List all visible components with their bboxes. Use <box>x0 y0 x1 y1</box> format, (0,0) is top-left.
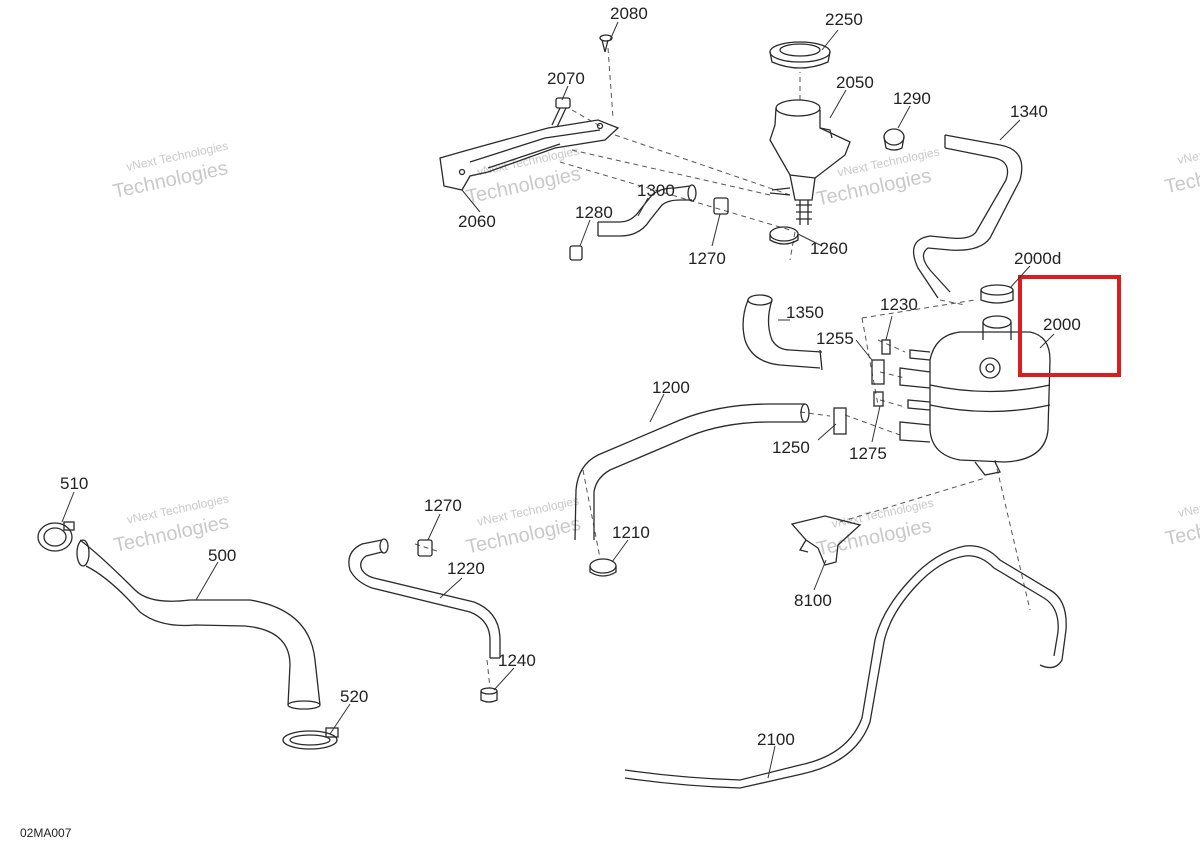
part-1270-clip[interactable] <box>713 197 729 215</box>
part-500-hose[interactable] <box>76 539 321 710</box>
label-2060: 2060 <box>458 212 496 231</box>
highlight-box <box>1018 275 1121 377</box>
label-2250: 2250 <box>825 10 863 29</box>
part-510-clamp[interactable] <box>37 521 75 552</box>
label-1300: 1300 <box>637 181 675 200</box>
label-1230: 1230 <box>880 295 918 314</box>
part-1220-hose[interactable] <box>348 538 501 659</box>
part-2100-line[interactable] <box>624 545 1067 789</box>
part-2000d-cap[interactable] <box>980 284 1014 304</box>
label-1250: 1250 <box>772 438 810 457</box>
label-2070: 2070 <box>547 69 585 88</box>
label-1270: 1270 <box>688 249 726 268</box>
label-1340: 1340 <box>1010 102 1048 121</box>
part-1270-clip[interactable] <box>417 539 433 557</box>
part-1290-clamp[interactable] <box>883 128 905 151</box>
diagram-code: 02MA007 <box>20 826 72 840</box>
label-1350: 1350 <box>786 303 824 322</box>
label-1275: 1275 <box>849 444 887 463</box>
part-2060-bracket[interactable] <box>439 119 620 191</box>
part-1230-sleeve[interactable] <box>881 339 891 355</box>
label-1280: 1280 <box>575 203 613 222</box>
part-1280-clip[interactable] <box>569 245 583 261</box>
part-1210-clamp[interactable] <box>589 558 617 577</box>
part-1275-sleeve[interactable] <box>873 391 884 407</box>
label-510: 510 <box>60 474 88 493</box>
assembly-lines <box>414 47 1031 689</box>
label-520: 520 <box>340 687 368 706</box>
part-1200-hose[interactable] <box>574 403 810 541</box>
part-1250-sleeve[interactable] <box>833 407 847 435</box>
label-1240: 1240 <box>498 651 536 670</box>
label-2100: 2100 <box>757 730 795 749</box>
label-1270: 1270 <box>424 496 462 515</box>
leader-lines <box>61 21 1055 779</box>
part-2070-bolt[interactable] <box>551 97 571 128</box>
part-1340-hose[interactable] <box>912 134 1023 299</box>
label-1210: 1210 <box>612 523 650 542</box>
part-520-clamp[interactable] <box>282 727 339 750</box>
label-1290: 1290 <box>893 89 931 108</box>
label-2050: 2050 <box>836 73 874 92</box>
watermark-text: vNext Technologies <box>1177 485 1200 520</box>
label-8100: 8100 <box>794 591 832 610</box>
part-2250-cap[interactable] <box>769 41 831 69</box>
part-labels: 2080 2250 2070 2050 1290 1340 2060 1300 … <box>60 4 1081 749</box>
watermark-text: vNext Technologies <box>1176 132 1200 167</box>
label-500: 500 <box>208 546 236 565</box>
label-2000: 2000 <box>1043 315 1081 334</box>
part-2050-filler-neck[interactable] <box>769 99 851 225</box>
part-1255-sleeve[interactable] <box>871 359 885 385</box>
part-2080-screw[interactable] <box>599 34 613 53</box>
label-1220: 1220 <box>447 559 485 578</box>
part-2000-reservoir[interactable] <box>899 315 1051 476</box>
label-2080: 2080 <box>610 4 648 23</box>
part-1350-hose[interactable] <box>742 294 823 371</box>
part-8100-bracket[interactable] <box>790 515 862 566</box>
label-2000d: 2000d <box>1014 249 1061 268</box>
part-1260-clamp[interactable] <box>769 226 799 245</box>
label-1200: 1200 <box>652 378 690 397</box>
part-1240-plug[interactable] <box>480 687 498 703</box>
label-1260: 1260 <box>810 239 848 258</box>
label-1255: 1255 <box>816 329 854 348</box>
